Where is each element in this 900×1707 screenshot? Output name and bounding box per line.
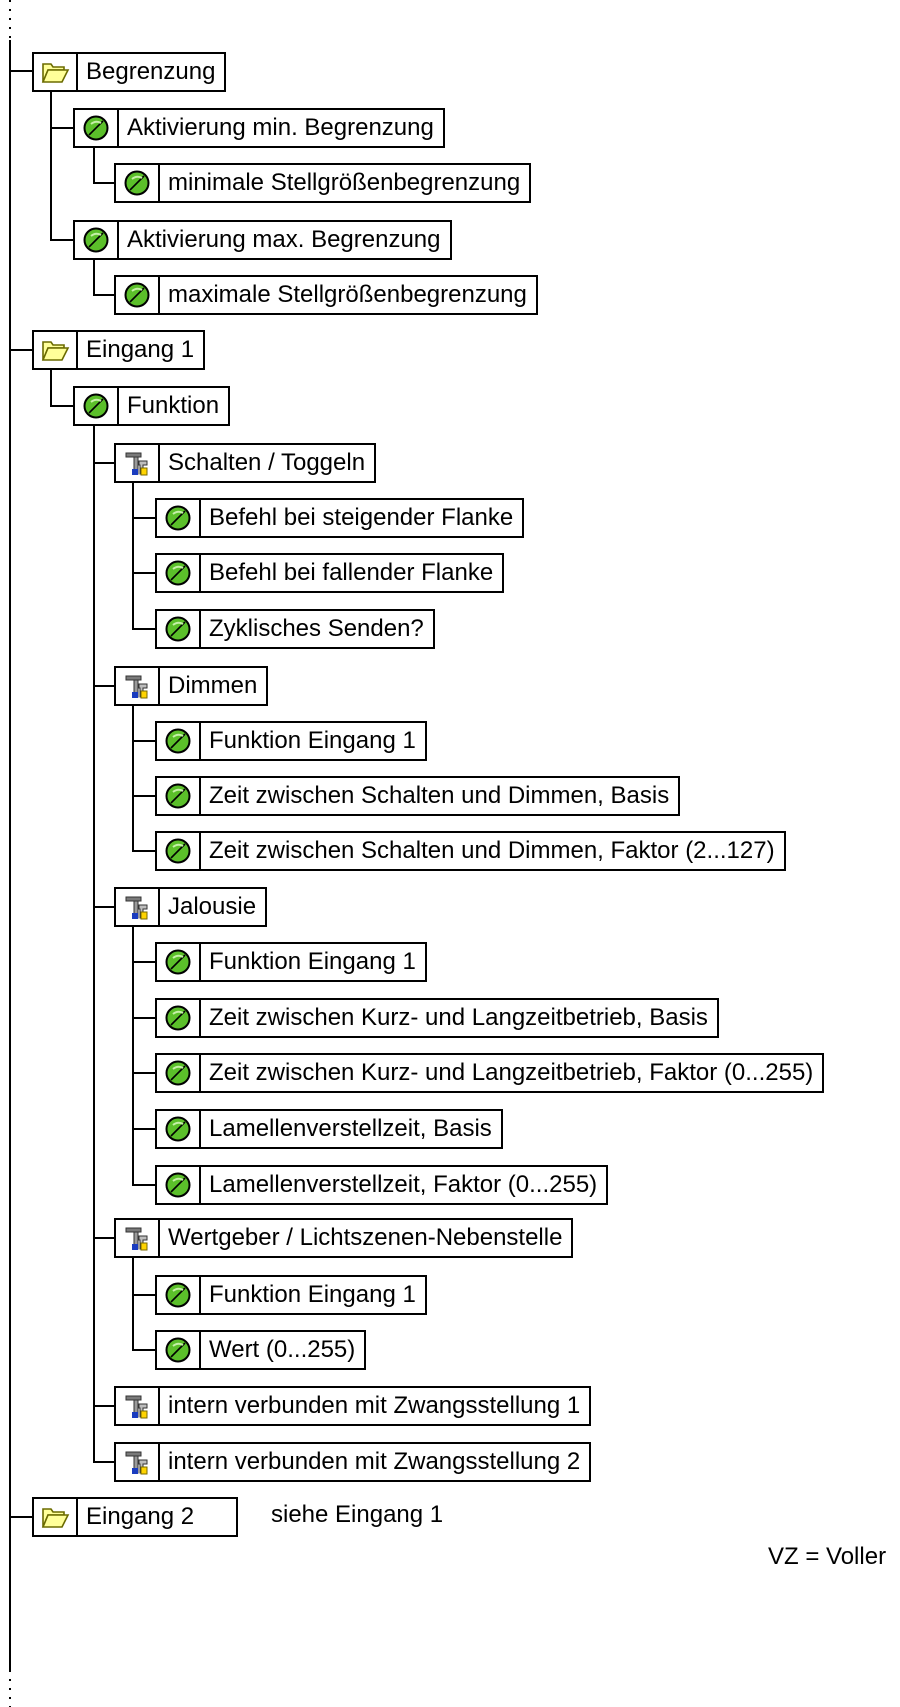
tool-icon (116, 889, 160, 925)
parameter-icon (157, 1277, 201, 1313)
node-label: Dimmen (168, 672, 258, 699)
folder-icon (34, 1499, 78, 1535)
node-label: Funktion (127, 392, 220, 419)
folder-icon (34, 54, 78, 90)
parameter-icon (157, 555, 201, 591)
parameter-icon (75, 388, 119, 424)
eingang-2-note: siehe Eingang 1 (271, 1501, 444, 1528)
tree-node-befehl-steigend[interactable]: Befehl bei steigender Flanke (155, 498, 525, 538)
tree-node-dimmen-basis[interactable]: Zeit zwischen Schalten und Dimmen, Basis (155, 776, 681, 816)
node-label: Wertgeber / Lichtszenen-Nebenstelle (168, 1224, 563, 1251)
tree-node-zyklisches-senden[interactable]: Zyklisches Senden? (155, 609, 435, 649)
tree-node-eingang-2[interactable]: Eingang 2 (32, 1497, 238, 1537)
tree-node-befehl-fallend[interactable]: Befehl bei fallender Flanke (155, 553, 505, 593)
parameter-icon (157, 723, 201, 759)
node-label: Begrenzung (86, 58, 216, 85)
parameter-icon (116, 165, 160, 201)
parameter-icon (157, 611, 201, 647)
node-label: Funktion Eingang 1 (209, 1281, 416, 1308)
node-label: intern verbunden mit Zwangsstellung 2 (168, 1448, 581, 1475)
node-label: Lamellenverstellzeit, Basis (209, 1115, 492, 1142)
tree-node-aktivierung-min[interactable]: Aktivierung min. Begrenzung (73, 108, 445, 148)
legend-text: VZ = Voller (768, 1543, 887, 1570)
tool-icon (116, 668, 160, 704)
parameter-icon (75, 110, 119, 146)
parameter-icon (157, 1055, 201, 1091)
parameter-icon (157, 944, 201, 980)
tree-node-begrenzung[interactable]: Begrenzung (32, 52, 227, 92)
parameter-icon (75, 222, 119, 258)
parameter-icon (157, 833, 201, 869)
node-label: Aktivierung min. Begrenzung (127, 114, 434, 141)
node-label: Funktion Eingang 1 (209, 948, 416, 975)
parameter-icon (157, 1332, 201, 1368)
tree-node-lamellen-faktor[interactable]: Lamellenverstellzeit, Faktor (0...255) (155, 1165, 609, 1205)
tree-node-minimale-stellgroesse[interactable]: minimale Stellgrößenbegrenzung (114, 163, 532, 203)
node-label: Zeit zwischen Kurz- und Langzeitbetrieb,… (209, 1059, 814, 1086)
tree-node-lamellen-basis[interactable]: Lamellenverstellzeit, Basis (155, 1109, 503, 1149)
node-label: Eingang 1 (86, 336, 195, 363)
node-label: Jalousie (168, 893, 257, 920)
tree-node-jalousie[interactable]: Jalousie (114, 887, 268, 927)
node-label: Zeit zwischen Schalten und Dimmen, Fakto… (209, 837, 775, 864)
node-label: Wert (0...255) (209, 1336, 356, 1363)
tree-node-wert[interactable]: Wert (0...255) (155, 1330, 367, 1370)
tool-icon (116, 1220, 160, 1256)
node-label: Befehl bei fallender Flanke (209, 559, 494, 586)
parameter-icon (157, 1111, 201, 1147)
tree-node-schalten-toggeln[interactable]: Schalten / Toggeln (114, 443, 377, 483)
tree-node-eingang-1[interactable]: Eingang 1 (32, 330, 206, 370)
parameter-icon (157, 1167, 201, 1203)
folder-icon (34, 332, 78, 368)
parameter-icon (157, 500, 201, 536)
tree-node-dimmen-funktion[interactable]: Funktion Eingang 1 (155, 721, 427, 761)
tool-icon (116, 445, 160, 481)
tree-node-funktion[interactable]: Funktion (73, 386, 231, 426)
tree-node-aktivierung-max[interactable]: Aktivierung max. Begrenzung (73, 220, 452, 260)
tree-node-jalousie-funktion[interactable]: Funktion Eingang 1 (155, 942, 427, 982)
tree-node-zwangsstellung-1[interactable]: intern verbunden mit Zwangsstellung 1 (114, 1386, 592, 1426)
node-label: intern verbunden mit Zwangsstellung 1 (168, 1392, 581, 1419)
tool-icon (116, 1388, 160, 1424)
node-label: maximale Stellgrößenbegrenzung (168, 281, 527, 308)
tree-node-wertgeber-funktion[interactable]: Funktion Eingang 1 (155, 1275, 427, 1315)
node-label: Zyklisches Senden? (209, 615, 424, 642)
tree-node-maximale-stellgroesse[interactable]: maximale Stellgrößenbegrenzung (114, 275, 538, 315)
tool-icon (116, 1444, 160, 1480)
node-label: Zeit zwischen Kurz- und Langzeitbetrieb,… (209, 1004, 708, 1031)
tree-node-jalousie-basis[interactable]: Zeit zwischen Kurz- und Langzeitbetrieb,… (155, 998, 719, 1038)
node-label: Befehl bei steigender Flanke (209, 504, 514, 531)
node-label: Lamellenverstellzeit, Faktor (0...255) (209, 1171, 598, 1198)
parameter-icon (157, 778, 201, 814)
tree-node-dimmen[interactable]: Dimmen (114, 666, 269, 706)
tree-node-jalousie-faktor[interactable]: Zeit zwischen Kurz- und Langzeitbetrieb,… (155, 1053, 825, 1093)
node-label: Funktion Eingang 1 (209, 727, 416, 754)
node-label: Schalten / Toggeln (168, 449, 366, 476)
node-label: Eingang 2 (86, 1503, 195, 1530)
tree-node-dimmen-faktor[interactable]: Zeit zwischen Schalten und Dimmen, Fakto… (155, 831, 786, 871)
tree-node-wertgeber[interactable]: Wertgeber / Lichtszenen-Nebenstelle (114, 1218, 574, 1258)
tree-node-zwangsstellung-2[interactable]: intern verbunden mit Zwangsstellung 2 (114, 1442, 592, 1482)
parameter-icon (157, 1000, 201, 1036)
parameter-icon (116, 277, 160, 313)
node-label: Zeit zwischen Schalten und Dimmen, Basis (209, 782, 670, 809)
node-label: Aktivierung max. Begrenzung (127, 226, 441, 253)
node-label: minimale Stellgrößenbegrenzung (168, 169, 521, 196)
